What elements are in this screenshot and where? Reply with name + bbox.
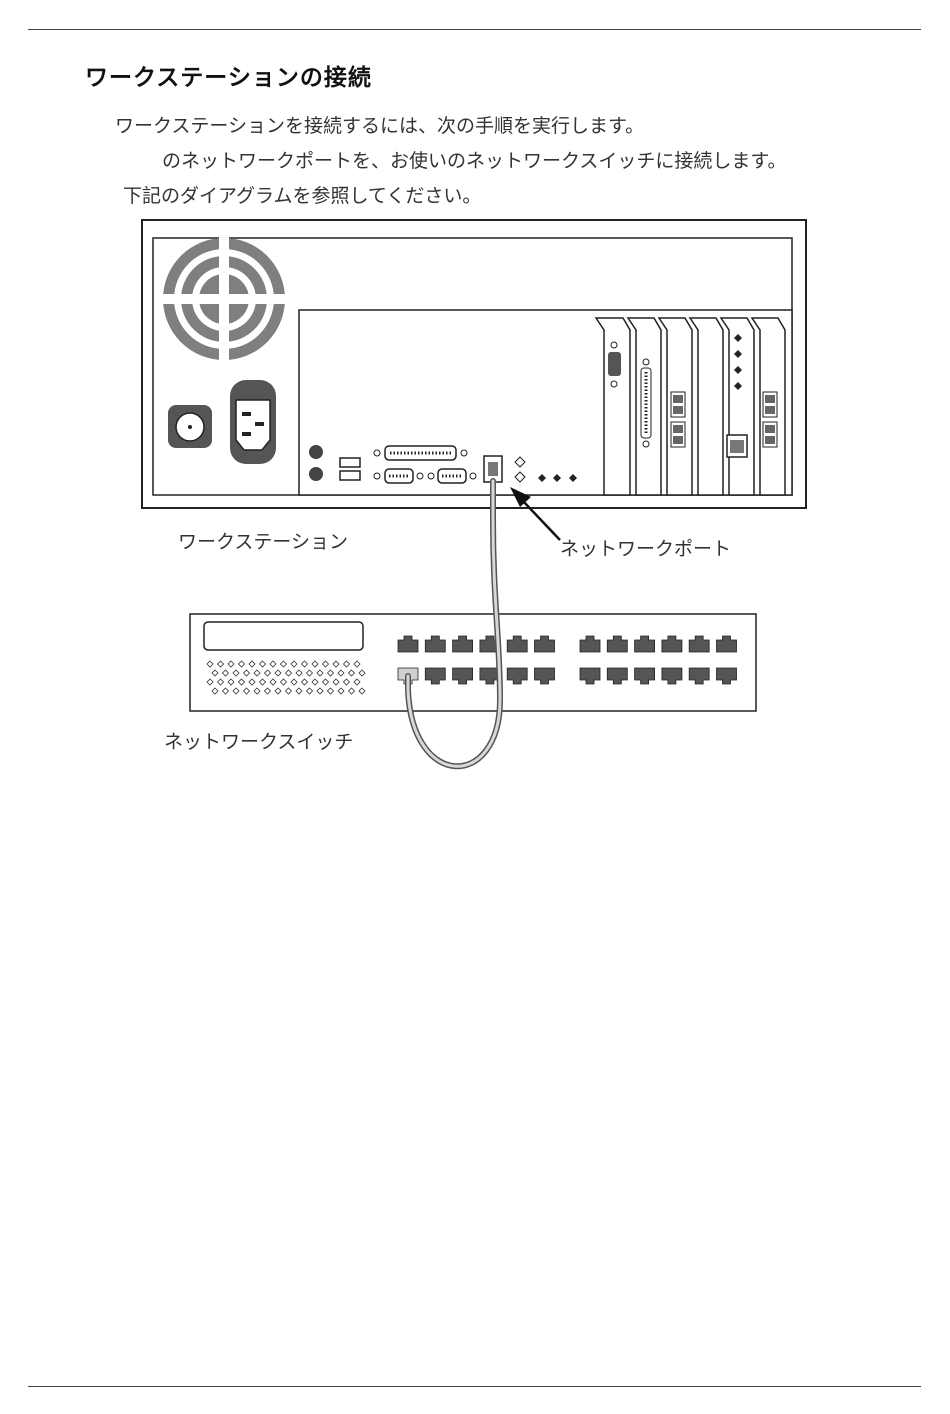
network-switch-label: ネットワークスイッチ — [164, 731, 353, 753]
network-switch — [190, 614, 756, 711]
network-port-label: ネットワークポート — [560, 538, 731, 560]
workstation-rear-panel — [142, 220, 806, 508]
bottom-rule — [28, 1386, 921, 1387]
power-switch-icon — [168, 405, 212, 448]
power-inlet-icon — [230, 380, 276, 464]
workstation-label: ワークステーション — [178, 531, 348, 553]
